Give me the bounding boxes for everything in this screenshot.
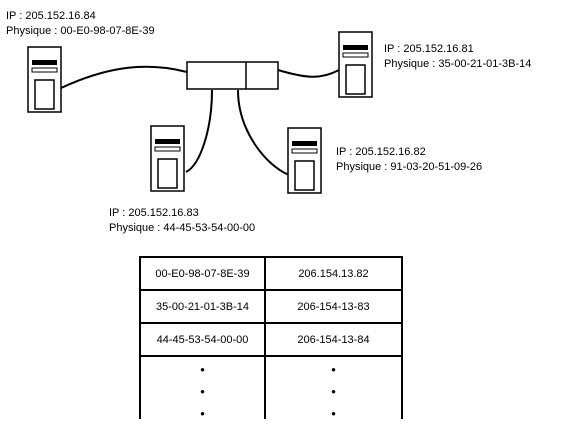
table-cell-continuation: • • •	[264, 355, 403, 421]
continuation-dot: •	[331, 406, 336, 421]
host-label-81: IP : 205.152.16.81 Physique : 35-00-21-0…	[384, 42, 531, 72]
host-label-83: IP : 205.152.16.83 Physique : 44-45-53-5…	[109, 206, 255, 236]
computer-host-81	[338, 31, 373, 98]
table-cell-continuation: • • •	[139, 355, 266, 421]
host-mac: Physique : 44-45-53-54-00-00	[109, 222, 256, 234]
host-mac: Physique : 35-00-21-01-3B-14	[384, 58, 532, 70]
host-mac: Physique : 00-E0-98-07-8E-39	[6, 25, 155, 37]
host-ip: IP : 205.152.16.81	[384, 43, 474, 55]
network-switch	[186, 61, 279, 90]
table-row: 35-00-21-01-3B-14 206-154-13-83	[139, 289, 403, 324]
computer-host-83	[150, 125, 185, 192]
host-mac: Physique : 91-03-20-51-09-26	[336, 161, 483, 173]
continuation-dot: •	[200, 406, 205, 421]
host-ip: IP : 205.152.16.84	[6, 10, 96, 22]
cable-host-83	[185, 89, 213, 173]
table-cell-ip: 206-154-13-84	[264, 322, 403, 357]
table-row-continuation: • • • • • •	[139, 355, 403, 421]
table-cell-ip: 206.154.13.82	[264, 256, 403, 291]
table-row: 44-45-53-54-00-00 206-154-13-84	[139, 322, 403, 357]
table-cell-ip: 206-154-13-83	[264, 289, 403, 324]
host-label-84: IP : 205.152.16.84 Physique : 00-E0-98-0…	[6, 9, 155, 39]
table-cell-mac: 00-E0-98-07-8E-39	[139, 256, 266, 291]
table-cell-mac: 35-00-21-01-3B-14	[139, 289, 266, 324]
continuation-dot: •	[331, 384, 336, 399]
host-ip: IP : 205.152.16.82	[336, 146, 426, 158]
continuation-dot: •	[200, 362, 205, 377]
continuation-dot: •	[331, 362, 336, 377]
host-ip: IP : 205.152.16.83	[109, 207, 199, 219]
table-cell-mac: 44-45-53-54-00-00	[139, 322, 266, 357]
host-label-82: IP : 205.152.16.82 Physique : 91-03-20-5…	[336, 145, 482, 175]
address-table: 00-E0-98-07-8E-39 206.154.13.82 35-00-21…	[139, 256, 403, 421]
computer-host-84	[27, 46, 62, 113]
table-row: 00-E0-98-07-8E-39 206.154.13.82	[139, 256, 403, 291]
cable-host-84	[60, 65, 188, 89]
computer-host-82	[287, 127, 322, 194]
continuation-dot: •	[200, 384, 205, 399]
cable-host-81	[277, 69, 340, 78]
cable-host-82	[237, 89, 290, 176]
